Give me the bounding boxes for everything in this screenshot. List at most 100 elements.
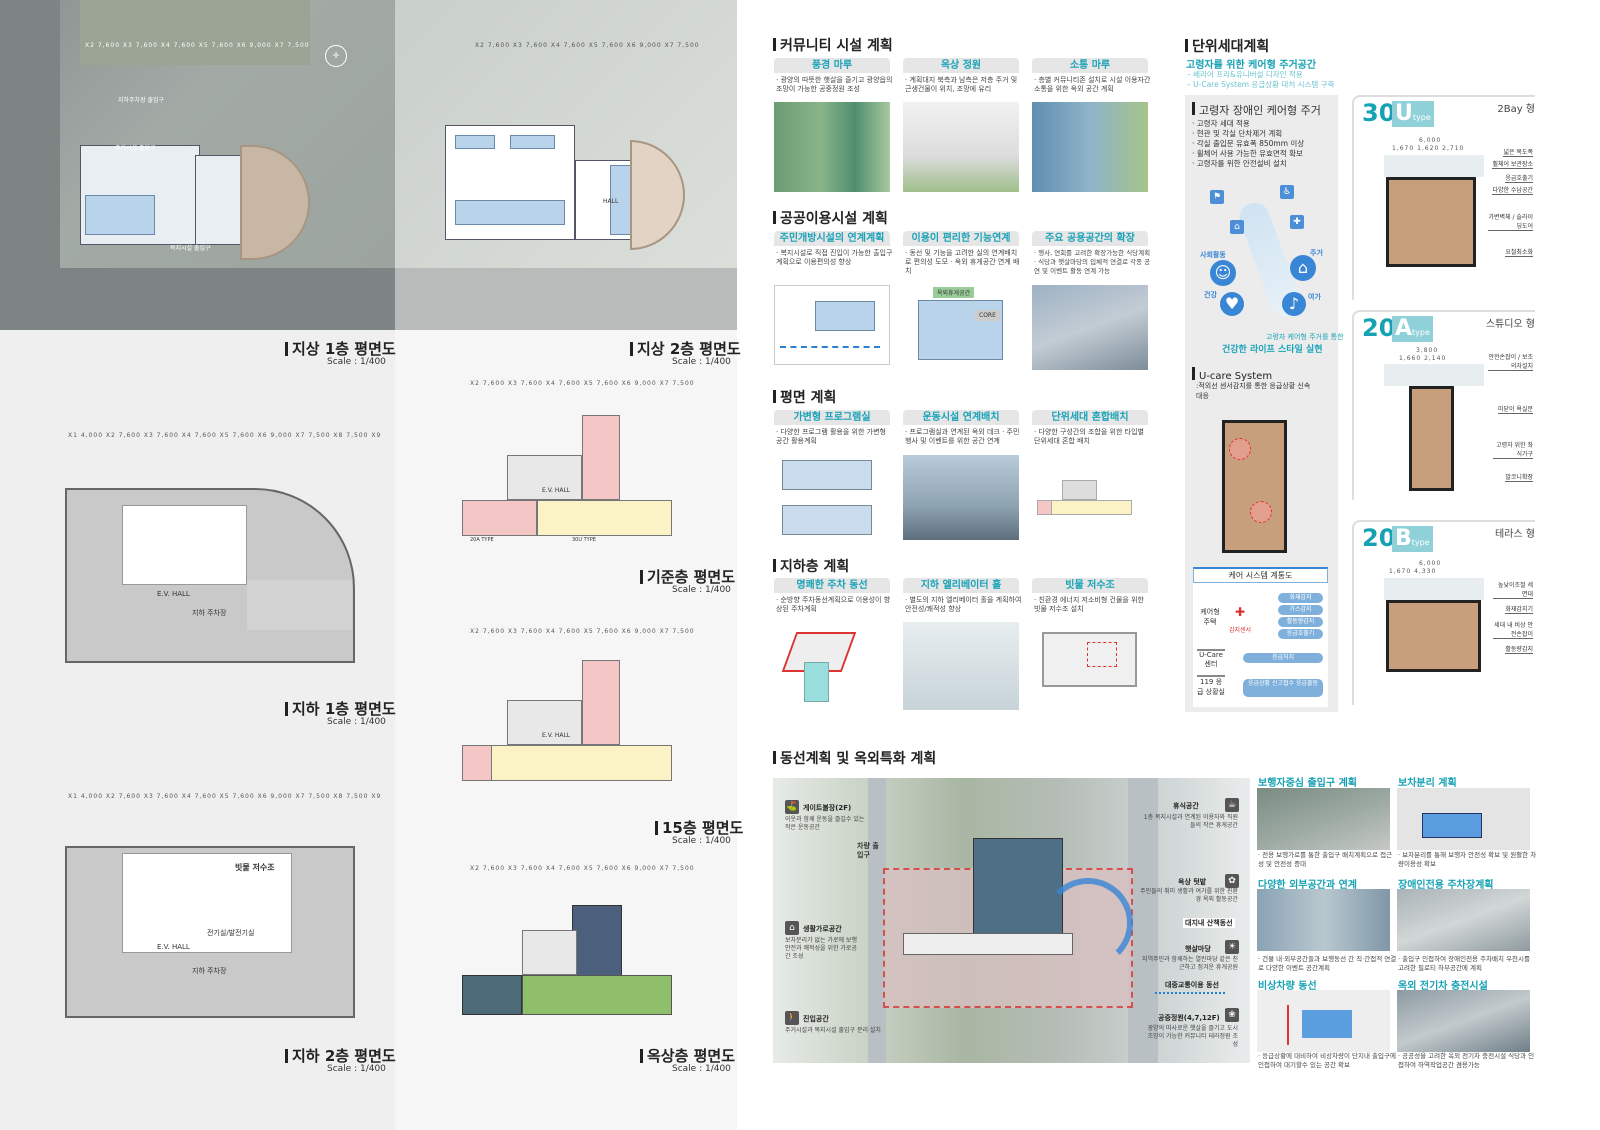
callout-desc: 주거시설과 복지시설 출입구 분리 설치 — [785, 1027, 881, 1034]
row-label: U-Care 센터 — [1197, 649, 1225, 669]
outdoor-space-image — [1257, 889, 1390, 951]
grid-dimensions: X1 4,000 X2 7,600 X3 7,600 X4 7,600 X5 7… — [68, 793, 382, 800]
street-icon: ⌂ — [785, 921, 799, 935]
dining-expansion-image — [1032, 285, 1148, 370]
ev-charging-image — [1397, 990, 1530, 1052]
panel-desc: · 출입구 인접하여 장애인전용 주차배치 우천시를 고려한 필로티 하부공간에… — [1398, 955, 1530, 972]
housing-entrance-label: 주거시설 출입구 — [115, 145, 156, 152]
callout-desc: 주민들의 취미 생활과 여가를 위한 친환경 옥외 활동공간 — [1140, 888, 1238, 903]
parking-label: 지하 주차장 — [192, 609, 227, 617]
sports-deck-image — [903, 455, 1019, 540]
callout-desc: 보차분리가 없는 가로에 보행안전과 쾌적성을 위한 가로공간 조성 — [785, 937, 857, 960]
card-desc: · 계획대지 북측과 남측은 저층 주거 및 근생건물이 위치, 조망에 유리 — [905, 76, 1018, 93]
card-title: 빗물 저수조 — [1032, 578, 1148, 593]
card-title: 단위세대 혼합배치 — [1032, 410, 1148, 425]
unit-30u-card: 30 Utype 2Bay 형 6,000 1,670 1,620 2,710 … — [1352, 95, 1535, 300]
callout-label: 공중정원(4,7,12F) — [1158, 1014, 1220, 1022]
sensor-tag: 응급호출기 — [1278, 629, 1323, 639]
ev-hall-label: E.V. HALL — [157, 943, 190, 951]
unit-number: 20 — [1362, 314, 1396, 342]
unit-type-label: 20A TYPE — [470, 537, 494, 543]
gateball-icon: ⛳ — [785, 800, 799, 814]
section-title-community: 커뮤니티 시설 계획 — [773, 35, 893, 55]
sensor-tag: 활동량감지 — [1278, 617, 1323, 627]
care-item: · 고령자를 위한 안전설비 설치 — [1192, 159, 1287, 168]
accessible-parking-image — [1397, 889, 1530, 951]
communication-deck-image — [1032, 102, 1148, 192]
card-title: 주민개방시설의 연계계획 — [774, 231, 890, 246]
panel-desc: · 공공성을 고려한 옥외 전기차 충전시설 식당과 인접하여 하역작업공간 겸… — [1398, 1052, 1535, 1069]
unit-number: 20 — [1362, 524, 1396, 552]
pedestrian-entrance-image — [1257, 788, 1390, 850]
card-title: 지하 엘리베이터 홀 — [903, 578, 1019, 593]
unit-bullet: – 베리어 프리&유니버설 디자인 적용 — [1187, 70, 1303, 79]
callout-label: 진입공간 — [803, 1015, 829, 1023]
unit-note: 세대 내 비상 안전손잡이 — [1493, 622, 1533, 639]
welfare-entrance-label: 복지시설 출입구 — [170, 245, 211, 252]
card-title: 옥상 정원 — [903, 58, 1019, 73]
card-title: 주요 공용공간의 확장 — [1032, 231, 1148, 246]
rest-icon: ☕ — [1225, 798, 1239, 812]
basement1-plan: E.V. HALL 지하 주차장 — [65, 488, 355, 663]
card-title: 소통 마루 — [1032, 58, 1148, 73]
system-tag: 응급상황 신고접수 응급출동 — [1243, 679, 1323, 697]
diagram-word: 사회활동 — [1200, 251, 1226, 259]
callout-label: 휴식공간 — [1173, 802, 1199, 810]
card-desc: · 광양의 따뜻한 햇살을 즐기고 광양읍의 조망이 가능한 공중정원 조성 — [776, 76, 893, 93]
plan-scale: Scale : 1/400 — [327, 357, 386, 367]
unit-letter-text: B — [1395, 526, 1412, 551]
sun-icon: ☀ — [1225, 940, 1239, 954]
ucare-title: U-care System — [1192, 367, 1272, 382]
panel-title: 옥외 전기차 충전시설 — [1398, 981, 1488, 992]
unit-letter-text: A — [1395, 316, 1413, 341]
hall-label: HALL — [603, 198, 619, 205]
unit-note: 고령자 위한 좌식가구 — [1493, 440, 1533, 459]
unit-note: 응급호출기 — [1505, 175, 1533, 183]
parking-flow-diagram — [774, 622, 890, 710]
panel-desc: · 전용 보행가로를 통한 출입구 배치계획으로 접근성 및 안전성 증대 — [1258, 851, 1393, 868]
sky-garden-icon: ❀ — [1225, 1008, 1239, 1022]
unit-total-dim: 3,800 — [1416, 347, 1439, 354]
card-title: 이용이 편리한 기능연계 — [903, 231, 1019, 246]
system-tag: 응급처치 — [1243, 653, 1323, 663]
unit-label: 테라스 형 — [1495, 529, 1535, 540]
elevator-hall-image — [903, 622, 1019, 710]
unit-bullet: – U-Care System 응급상황 대처 시스템 구축 — [1187, 80, 1335, 89]
grid-dimensions: X2 7,600 X3 7,600 X4 7,600 X5 7,600 X6 9… — [470, 628, 695, 635]
grid-dimensions: X2 7,600 X3 7,600 X4 7,600 X5 7,600 X6 9… — [475, 42, 700, 49]
core-label: CORE — [975, 310, 1000, 321]
plan-scale: Scale : 1/400 — [672, 1064, 731, 1074]
siren-icon: ✚ — [1235, 605, 1246, 619]
unit-floor-plan — [1409, 386, 1454, 491]
grid-dimensions: X1 4,000 X2 7,600 X3 7,600 X4 7,600 X5 7… — [68, 432, 382, 439]
callout-desc: 1층 복지시설과 연계된 이용자와 직원들의 작은 휴게공간 — [1143, 814, 1238, 829]
card-title: 가변형 프로그램실 — [774, 410, 890, 425]
parking-entrance-label: 지하주차장 출입구 — [118, 97, 165, 104]
plan-scale: Scale : 1/400 — [327, 717, 386, 727]
unit-note: 화재감지기 — [1505, 606, 1533, 614]
ucare-desc: :적외선 센서감지를 통한 응급상황 신속대응 — [1196, 382, 1311, 400]
unit-floor-plan — [1386, 177, 1476, 267]
unit-letter: Btype — [1392, 526, 1433, 552]
diagram-word: 주거 — [1310, 249, 1323, 257]
care-list: · 고령자 세대 적용 · 현관 및 각실 단차제거 계획 · 각실 출입문 유… — [1192, 119, 1304, 169]
row-label: 케어형 주택 — [1200, 608, 1220, 626]
care-item: · 현관 및 각실 단차제거 계획 — [1192, 129, 1283, 138]
card-title: 명쾌한 주차 동선 — [774, 578, 890, 593]
typical-floor-plan: E.V. HALL 20A TYPE 30U TYPE — [462, 415, 672, 545]
plan-scale: Scale : 1/400 — [672, 836, 731, 846]
diagram-word: 여가 — [1308, 293, 1321, 301]
care-item: · 휠체어 사용 가능한 유효면적 확보 — [1192, 149, 1303, 158]
card-desc: · 별도의 지하 엘리베이터 홀을 계획하여 안전성/쾌적성 향상 — [905, 596, 1022, 613]
unit-note: 가변벽체 / 슬라이딩도어 — [1488, 214, 1533, 231]
callout-label: 게이트볼장(2F) — [803, 804, 852, 812]
unit-note: 요철최소화 — [1505, 249, 1533, 257]
circulation-site-image: 차량 출입구 ⛳ 게이트볼장(2F) 이웃과 함께 운동을 즐길수 있는 작은 … — [773, 778, 1250, 1063]
emergency-route-diagram — [1257, 990, 1390, 1052]
home-icon: ⌂ — [1290, 255, 1316, 281]
panel-desc: · 건물 내·외부공간들과 보행동선 간 직·간접적 연결로 다양한 이벤트 공… — [1258, 955, 1397, 972]
plan-scale: Scale : 1/400 — [672, 357, 731, 367]
plan-title: 15층 평면도 — [655, 817, 743, 838]
unit-note: 안전손잡이 / 보조의자설치 — [1488, 354, 1533, 371]
electric-room-label: 전기실/발전기실 — [207, 929, 255, 937]
